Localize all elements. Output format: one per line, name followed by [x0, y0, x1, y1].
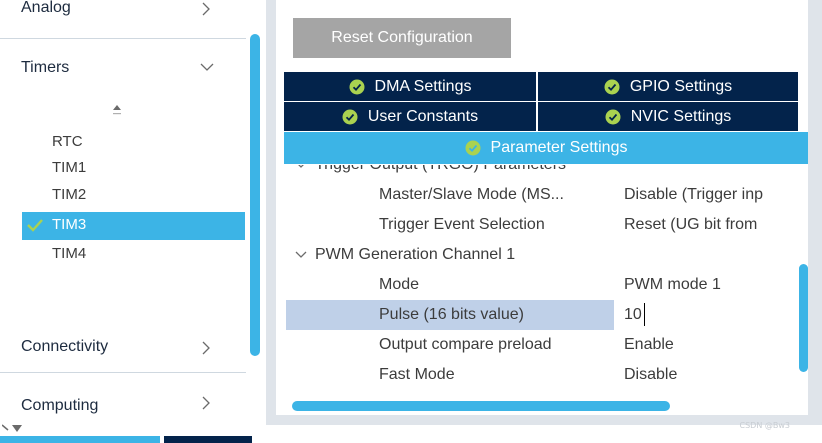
tab-dma-settings[interactable]: DMA Settings [284, 72, 536, 101]
timer-item-label: TIM1 [52, 159, 87, 176]
timer-item-label: TIM3 [52, 216, 87, 233]
tab-user-constants[interactable]: User Constants [284, 102, 536, 131]
tab-label: Parameter Settings [490, 139, 628, 156]
parameter-horizontal-scrollbar[interactable] [292, 401, 670, 411]
category-analog-label: Analog [21, 0, 71, 16]
bottom-tab-active[interactable] [0, 436, 160, 443]
param-row-pulse[interactable]: Pulse (16 bits value) 10 [276, 300, 791, 330]
group-pwm-channel-1[interactable]: PWM Generation Channel 1 [276, 240, 791, 270]
group-label: Trigger Output (TRGO) Parameters [315, 165, 566, 174]
sort-icon[interactable] [111, 103, 123, 119]
param-name: Master/Slave Mode (MS... [379, 186, 564, 203]
collapse-arrow-icon[interactable] [2, 424, 32, 434]
category-scrollbar[interactable] [250, 34, 260, 356]
check-circle-icon [605, 109, 621, 124]
tab-label: GPIO Settings [629, 77, 733, 95]
tab-label: User Constants [367, 107, 479, 125]
param-name: Output compare preload [379, 336, 552, 353]
tab-parameter-settings[interactable]: Parameter Settings [284, 132, 808, 164]
tab-nvic-settings[interactable]: NVIC Settings [538, 102, 798, 131]
param-row-mode[interactable]: Mode PWM mode 1 [276, 270, 791, 300]
param-row-output-compare-preload[interactable]: Output compare preload Enable [276, 330, 791, 360]
row-highlight [286, 300, 614, 330]
category-timers-label: Timers [21, 59, 70, 76]
category-divider [0, 372, 246, 373]
category-connectivity-label: Connectivity [21, 338, 109, 355]
timer-item-tim2[interactable]: TIM2 [22, 182, 245, 208]
reset-configuration-button[interactable]: Reset Configuration [293, 18, 511, 58]
check-circle-icon [604, 79, 620, 94]
param-value[interactable]: Reset (UG bit from [624, 216, 758, 233]
configuration-content: Reset Configuration DMA Settings GPIO Se… [276, 0, 808, 415]
param-name: Trigger Event Selection [379, 216, 545, 233]
chevron-right-icon [202, 2, 210, 16]
param-row-fast-mode[interactable]: Fast Mode Disable [276, 360, 791, 390]
category-computing[interactable]: Computing [0, 392, 246, 422]
watermark: CSDN @Bw3 [739, 421, 790, 430]
tab-label: DMA Settings [374, 77, 472, 95]
param-value[interactable]: Enable [624, 336, 674, 353]
timer-item-tim4[interactable]: TIM4 [22, 241, 245, 267]
param-row-trigger-event[interactable]: Trigger Event Selection Reset (UG bit fr… [276, 210, 791, 240]
configuration-panel: Reset Configuration DMA Settings GPIO Se… [266, 0, 822, 425]
timer-item-label: TIM2 [52, 186, 87, 203]
pulse-value-input[interactable] [620, 302, 790, 328]
chevron-down-icon [200, 63, 214, 71]
timer-item-tim1[interactable]: TIM1 [22, 155, 245, 181]
group-label: PWM Generation Channel 1 [315, 246, 516, 263]
param-name: Pulse (16 bits value) [379, 306, 524, 323]
check-circle-icon [465, 140, 481, 156]
text-cursor [644, 303, 645, 326]
parameter-tree: Trigger Output (TRGO) Parameters Master/… [276, 165, 791, 397]
parameter-vertical-scrollbar[interactable] [799, 264, 808, 372]
param-row-master-slave[interactable]: Master/Slave Mode (MS... Disable (Trigge… [276, 180, 791, 210]
category-timers[interactable]: Timers [0, 54, 246, 84]
bottom-tab[interactable] [164, 436, 252, 443]
check-icon [27, 219, 43, 232]
category-panel: Analog Timers RTC TIM1 TIM2 TIM3 TIM4 Co… [0, 0, 265, 443]
category-connectivity[interactable]: Connectivity [0, 333, 246, 363]
tab-gpio-settings[interactable]: GPIO Settings [538, 72, 798, 101]
category-computing-label: Computing [21, 397, 99, 414]
param-value[interactable]: 10 [624, 306, 642, 323]
param-value[interactable]: PWM mode 1 [624, 276, 721, 293]
chevron-right-icon [202, 341, 210, 355]
param-name: Mode [379, 276, 420, 293]
chevron-down-icon [298, 165, 304, 168]
timer-item-label: RTC [52, 133, 83, 150]
category-analog[interactable]: Analog [0, 0, 246, 24]
group-trigger-output[interactable]: Trigger Output (TRGO) Parameters [276, 165, 791, 180]
check-circle-icon [342, 109, 358, 124]
timer-item-rtc[interactable]: RTC [22, 129, 245, 155]
chevron-right-icon [202, 396, 210, 410]
param-name: Fast Mode [379, 366, 455, 383]
chevron-down-icon [295, 251, 307, 258]
timer-item-label: TIM4 [52, 245, 87, 262]
timer-item-tim3[interactable]: TIM3 [22, 212, 245, 240]
check-circle-icon [349, 79, 365, 94]
tab-label: NVIC Settings [630, 107, 732, 125]
param-value[interactable]: Disable [624, 366, 678, 383]
param-value[interactable]: Disable (Trigger inp [624, 186, 764, 203]
category-divider [0, 38, 246, 39]
